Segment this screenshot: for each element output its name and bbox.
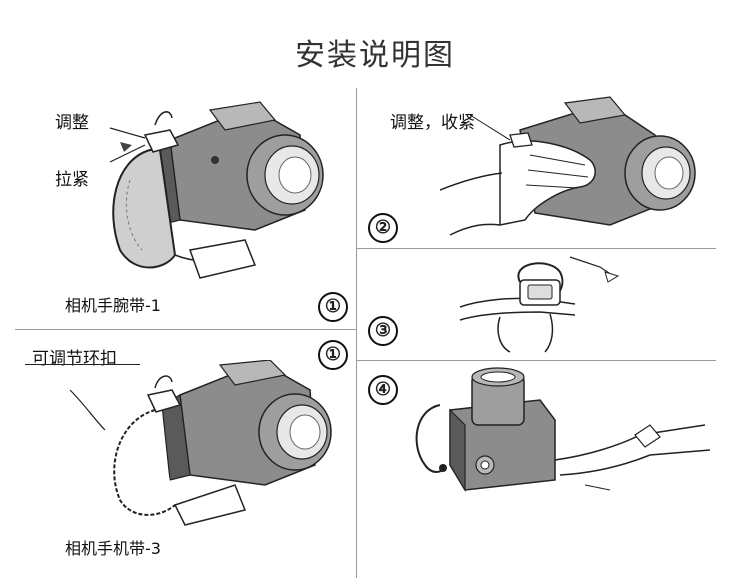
right-divider-2: [356, 360, 716, 361]
left-horizontal-divider: [15, 329, 356, 330]
strap-loop-3: [459, 262, 576, 353]
caption-strap-1: 相机手腕带-1: [65, 296, 161, 315]
step-badge-1: ①: [318, 292, 348, 322]
label-underline: [25, 364, 140, 365]
panel-1-illustration: [109, 101, 324, 279]
hand-2: [440, 140, 596, 236]
caption-strap-3: 相机手机带-3: [65, 539, 161, 558]
step-badge-3: ③: [368, 316, 398, 346]
neck-strap-4: [554, 424, 711, 491]
camera-lens-5: [258, 393, 332, 471]
camera-lens-4: [471, 367, 525, 426]
label-adjust-tighten: 调整，收紧: [390, 113, 475, 133]
step-badge-5: ①: [318, 340, 348, 370]
panel-4-illustration: [415, 367, 711, 493]
hand-strap-1: [112, 149, 257, 279]
direction-arrow-3: [569, 256, 620, 283]
camera-lens-2: [624, 135, 696, 211]
step-badge-4: ④: [368, 375, 398, 405]
strap-buckle-2: [469, 114, 533, 148]
label-adjust: 调整: [55, 113, 89, 133]
strap-buckle-5: [146, 375, 182, 413]
step-badge-2: ②: [368, 213, 398, 243]
hand-strap-5: [69, 389, 247, 526]
hand-strap-4: [415, 404, 447, 473]
mount-screw-4: [475, 455, 495, 475]
label-tighten: 拉紧: [55, 170, 89, 190]
panel-2-illustration: [440, 96, 696, 236]
vertical-divider: [356, 88, 357, 578]
right-divider-1: [356, 248, 716, 249]
panel-5-illustration: [69, 360, 332, 526]
panel-3-illustration: [459, 256, 620, 353]
camera-lens-1: [246, 134, 324, 216]
strap-buckle-1: [109, 111, 180, 163]
page-title: 安装说明图: [295, 38, 455, 73]
